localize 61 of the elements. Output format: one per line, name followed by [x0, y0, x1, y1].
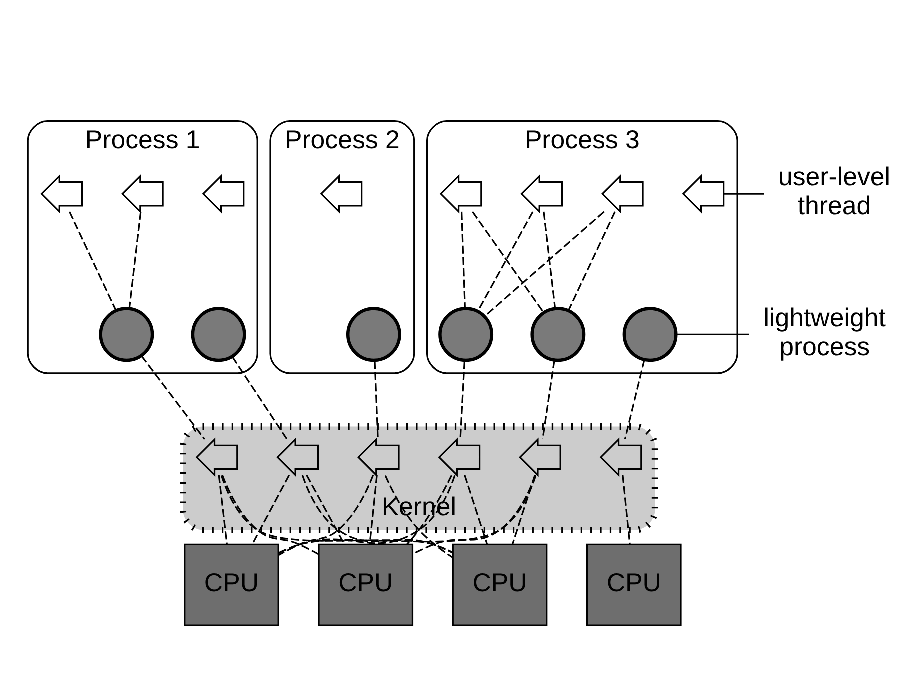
node-zigzag: [682, 174, 725, 214]
connector: [369, 474, 378, 544]
connector: [141, 355, 206, 440]
node-zigzag: [440, 174, 482, 214]
node-circle: [99, 306, 154, 362]
connector: [406, 474, 452, 544]
node-circle: [191, 306, 246, 362]
cluster: Process 1: [27, 120, 258, 374]
connector: [464, 474, 488, 544]
node-zigzag: [122, 174, 164, 214]
cluster: Kernel: [180, 423, 658, 533]
node-zigzag: [601, 174, 644, 214]
connector: [460, 211, 466, 308]
connector: [676, 333, 750, 335]
connector: [278, 474, 374, 556]
connector: [384, 474, 454, 558]
node-box: CPU: [184, 543, 280, 626]
cluster: Process 2: [270, 120, 416, 374]
connector: [278, 475, 537, 554]
connector: [374, 360, 379, 440]
connector: [306, 474, 346, 544]
node-circle: [438, 306, 494, 362]
connector: [222, 474, 320, 555]
connector: [622, 474, 631, 544]
node-text: lightweight process: [764, 304, 886, 361]
connector: [472, 211, 545, 313]
connector: [302, 474, 453, 554]
node-text: user-level thread: [778, 163, 891, 220]
cluster: Process 3: [426, 120, 738, 374]
connector: [232, 356, 288, 440]
node-zigzag: [438, 437, 481, 477]
node-zigzag: [520, 174, 564, 214]
connector: [460, 360, 466, 440]
connector: [484, 210, 605, 316]
connector: [218, 474, 228, 544]
node-circle: [346, 306, 402, 362]
node-zigzag: [600, 437, 642, 477]
node-circle: [530, 306, 586, 362]
connector: [624, 359, 646, 439]
connector: [220, 475, 454, 553]
node-zigzag: [357, 437, 400, 477]
node-zigzag: [276, 437, 319, 477]
connector: [542, 360, 556, 439]
connector: [568, 211, 616, 311]
connector: [543, 211, 556, 308]
connector: [128, 211, 142, 308]
connector: [252, 474, 290, 544]
node-zigzag: [40, 174, 84, 214]
connector: [724, 192, 764, 194]
node-box: CPU: [586, 543, 682, 626]
node-zigzag: [202, 174, 245, 214]
connector: [412, 474, 536, 554]
node-zigzag: [320, 174, 363, 214]
node-circle: [622, 306, 678, 362]
node-zigzag: [196, 437, 238, 477]
connector: [278, 474, 456, 554]
node-box: CPU: [452, 543, 548, 626]
node-zigzag: [519, 437, 562, 477]
connector: [512, 474, 536, 544]
node-box: CPU: [318, 543, 414, 626]
connector: [477, 211, 534, 312]
